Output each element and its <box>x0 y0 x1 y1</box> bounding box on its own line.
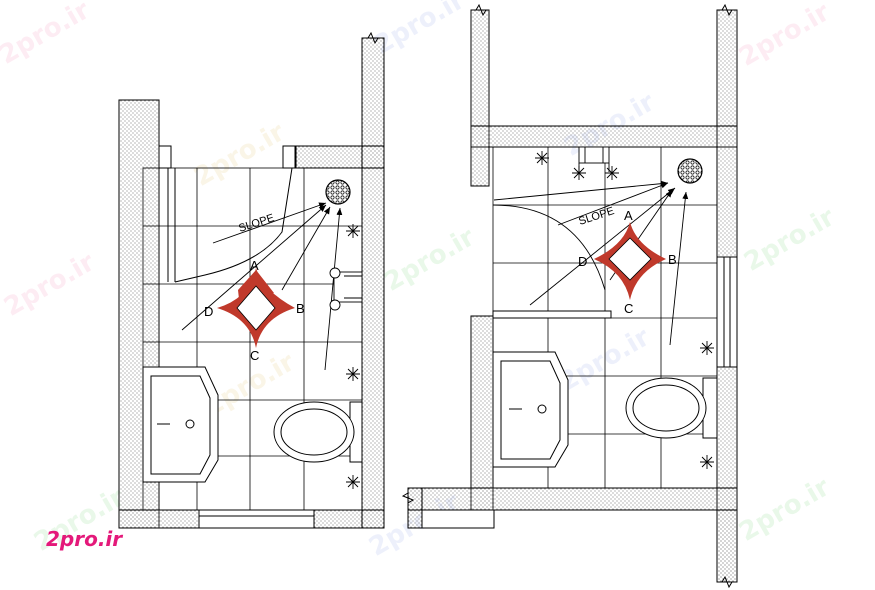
slope-arrows <box>493 180 689 346</box>
shower-mixer-icon <box>329 267 363 311</box>
point-label-c: C <box>250 348 259 363</box>
slope-label: SLOPE <box>577 205 616 228</box>
point-label-d: D <box>204 304 213 319</box>
window <box>716 256 738 368</box>
floor-drain-icon <box>325 179 351 205</box>
point-label-a: A <box>250 258 259 273</box>
slope-arrows <box>181 202 343 371</box>
point-label-a: A <box>624 208 633 223</box>
washbasin-icon <box>142 366 219 483</box>
plan-right: SLOPE A B C D <box>401 3 738 589</box>
wall-hatch <box>407 9 738 583</box>
washbasin-icon <box>492 351 569 468</box>
point-label-b: B <box>668 252 677 267</box>
point-label-b: B <box>296 301 305 316</box>
slope-marker-diamond <box>594 222 666 300</box>
floor-drain-icon <box>677 158 703 184</box>
point-label-c: C <box>624 301 633 316</box>
plan-left: SLOPE A B C D <box>118 31 385 529</box>
shower-screen <box>167 167 293 283</box>
toilet-icon <box>625 377 718 439</box>
slope-marker-diamond <box>217 268 295 348</box>
toilet-icon <box>273 401 363 463</box>
slope-label: SLOPE <box>237 212 276 235</box>
brand-logo: 2pro.ir <box>46 527 123 551</box>
shower-mixer-icon <box>578 146 610 172</box>
point-label-d: D <box>578 254 587 269</box>
wall-hatch <box>118 37 385 529</box>
